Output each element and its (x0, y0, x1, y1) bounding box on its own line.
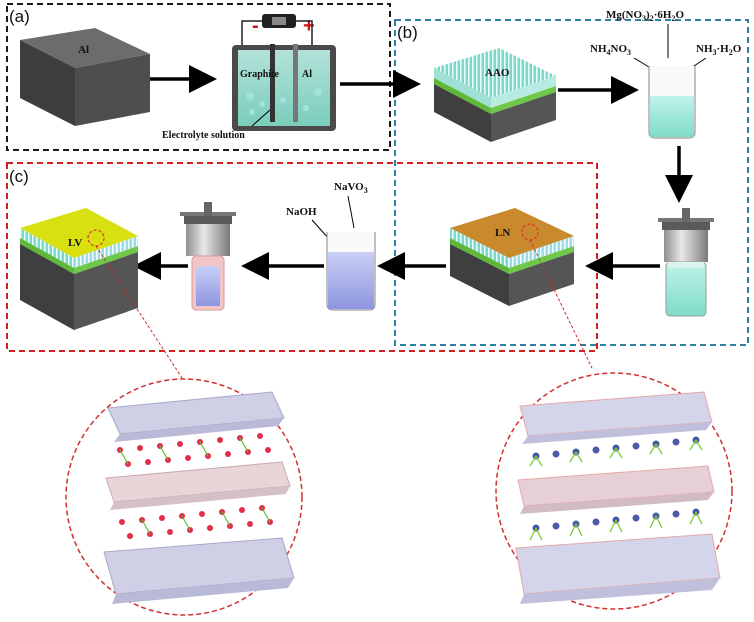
graphite-electrode (270, 44, 275, 122)
ln-zoom-line (529, 239, 593, 369)
panel-b-border (394, 19, 749, 346)
lv-crystal-zoom (65, 378, 303, 616)
ln-octahedral-layer-bottom (515, 533, 721, 604)
battery-minus: - (252, 15, 259, 37)
ln-octahedral-layer-top (519, 391, 713, 444)
reagent-nh4no3: NH4NO3 (590, 43, 631, 57)
panel-b-label: (b) (397, 23, 418, 42)
al-block: Al (20, 28, 150, 126)
autoclave-c (180, 202, 236, 311)
autoclave-b (658, 208, 714, 317)
ln-octahedral-layer-mid (517, 465, 715, 514)
lv-bonds-1 (119, 437, 249, 465)
beaker-navo3: NaOH NaVO3 (286, 181, 376, 311)
ln-nitrate-layer-2 (532, 508, 700, 532)
electrolysis-cell: - + Graphite Al Electrolyte solution (162, 14, 336, 141)
al-block-label: Al (78, 44, 89, 56)
panel-a-border (6, 3, 391, 151)
lv-octahedral-layer-top (107, 391, 285, 442)
reagent-mg-nitrate: Mg(NO3)2·6H2O (606, 9, 684, 23)
lv-block: LV (20, 208, 138, 330)
lv-octahedral-layer-mid (105, 461, 291, 510)
naoh-label: NaOH (286, 206, 317, 218)
ln-label: LN (495, 227, 510, 239)
al-electrode (293, 44, 298, 122)
panel-c-label: (c) (9, 167, 29, 186)
electrolyte-label: Electrolyte solution (162, 130, 245, 141)
reagent-nh3-h2o: NH3·H2O (696, 43, 742, 57)
aao-block: AAO (434, 48, 556, 142)
ln-block: LN (450, 208, 574, 306)
lv-bonds-2 (141, 507, 271, 535)
navo3-label: NaVO3 (334, 181, 368, 195)
ln-bonds-1 (529, 439, 703, 467)
lv-zoom-line (95, 245, 185, 382)
battery-plus: + (303, 15, 315, 37)
al-electrode-label: Al (302, 69, 312, 80)
ln-crystal-zoom (495, 372, 733, 610)
ln-bonds-2 (529, 511, 703, 541)
lv-label: LV (68, 237, 82, 249)
graphite-label: Graphite (240, 69, 279, 80)
lv-octahedral-layer-bottom (103, 537, 295, 604)
beaker-reagents: Mg(NO3)2·6H2O NH4NO3 NH3·H2O (590, 9, 742, 139)
aao-label: AAO (485, 67, 510, 79)
panel-a-label: (a) (9, 7, 30, 26)
